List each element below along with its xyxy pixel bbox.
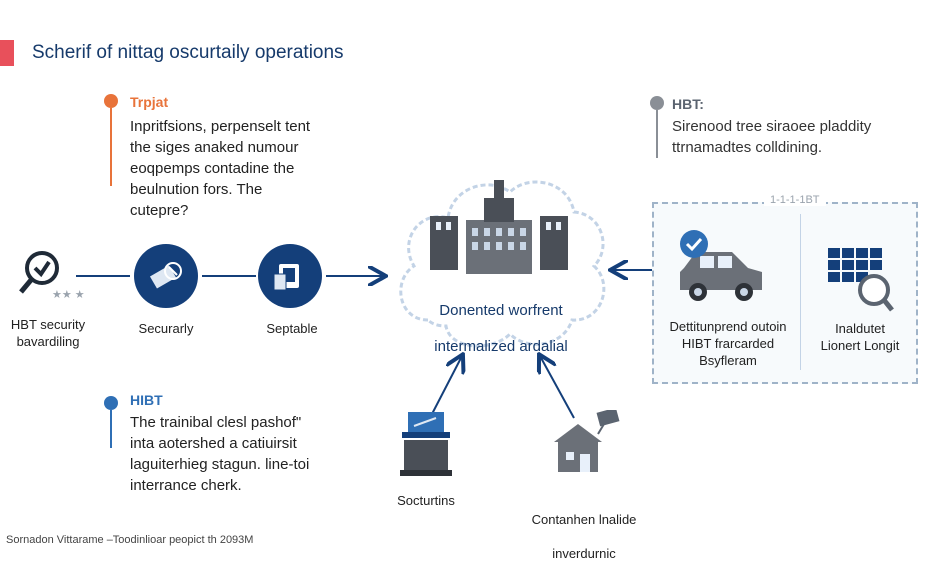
house-label: Contanhen lnalide inverdurnic: [514, 494, 654, 579]
computer-terminal-icon: [400, 412, 452, 476]
page-title: Scherif of nittag oscurtaily operations: [32, 42, 344, 63]
house-icon: [552, 407, 622, 474]
note-connector-line: [110, 108, 112, 186]
house-label-line2: inverdurnic: [552, 546, 616, 561]
note-heading: HIBT: [130, 392, 163, 408]
cloud-label-line2: intermalized ardalial: [434, 338, 568, 355]
satellite-icon: [134, 244, 198, 308]
panel-divider: [800, 214, 801, 370]
note-body: Sirenood tree siraoee pladdity ttrnamadt…: [672, 118, 872, 156]
note-heading: HBT:: [672, 96, 704, 112]
grey-dot-icon: [650, 96, 664, 110]
blue-dot-icon: [104, 396, 118, 410]
note-body: Inpritfsions, perpenselt tent the siges …: [130, 118, 311, 219]
cloud-label: Donented worfrent intermalized ardalial: [404, 284, 598, 374]
note-connector-line: [110, 410, 112, 448]
title-accent-bar: [0, 40, 14, 66]
footer-caption: Sornadon Vittarame –Toodinlioar peopict …: [6, 534, 254, 546]
car-check-icon: [672, 228, 768, 308]
source-label: HBT security bavardiling: [10, 317, 86, 349]
note-heading: Trpjat: [130, 94, 169, 110]
solar-grid-magnifier-icon: [824, 244, 896, 316]
orange-dot-icon: [104, 94, 118, 108]
devices-icon: [258, 244, 322, 308]
step2-label: Septable: [266, 321, 318, 336]
note-body: The trainibal clesl pashof" inta aotersh…: [130, 414, 310, 494]
house-label-line1: Contanhen lnalide: [531, 512, 637, 527]
step1-label: Securarly: [138, 321, 194, 336]
car-label: Dettitunprend outoin HIBT frarcarded Bsy…: [669, 319, 787, 368]
grid-label: Inaldutet Lionert Longit: [820, 321, 900, 353]
terminal-label: Socturtins: [397, 493, 455, 508]
note-connector-line: [656, 110, 658, 158]
city-building-icon: [424, 176, 574, 276]
source-small-marks: ★★ ★: [52, 289, 85, 301]
magnifier-icon: [18, 248, 68, 298]
cloud-label-line1: Donented worfrent: [439, 302, 563, 319]
panel-tag: 1-1-1-1BT: [764, 194, 826, 206]
